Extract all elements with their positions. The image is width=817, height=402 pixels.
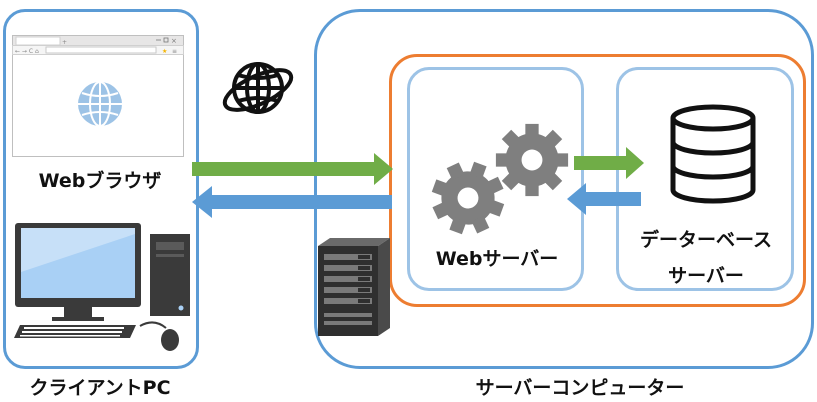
arrow-request-to-server — [192, 153, 393, 185]
client-pc-frame — [3, 9, 199, 369]
arrow-result-to-web — [567, 183, 641, 215]
server-computer-frame — [314, 9, 814, 369]
browser-window-icon: + × ← → C ⌂ ★ ≡ — [12, 35, 184, 157]
globe-icon — [78, 81, 122, 127]
desktop-pc-icon — [14, 223, 190, 351]
web-server-box — [407, 67, 584, 291]
db-server-label-line2: サーバー — [668, 265, 744, 287]
server-rack-icon — [318, 238, 390, 336]
arrow-query-to-db — [574, 147, 644, 179]
svg-text:← → C ⌂: ← → C ⌂ — [15, 48, 39, 55]
client-caption: クライアントPC — [29, 377, 171, 399]
browser-label: Webブラウザ — [38, 170, 162, 192]
svg-text:≡: ≡ — [172, 48, 177, 55]
gears-icon — [428, 123, 569, 242]
svg-text:×: × — [171, 37, 177, 45]
internet-globe-icon — [222, 62, 294, 114]
arrow-response-to-client — [192, 186, 392, 218]
svg-text:+: + — [62, 39, 67, 46]
db-server-box — [616, 67, 794, 291]
web-server-label: Webサーバー — [435, 248, 559, 270]
server-caption: サーバーコンピューター — [475, 377, 685, 399]
database-icon — [670, 104, 756, 204]
server-group-frame — [389, 54, 806, 307]
db-server-label-line1: データーベース — [639, 229, 773, 251]
svg-text:★: ★ — [162, 48, 167, 55]
